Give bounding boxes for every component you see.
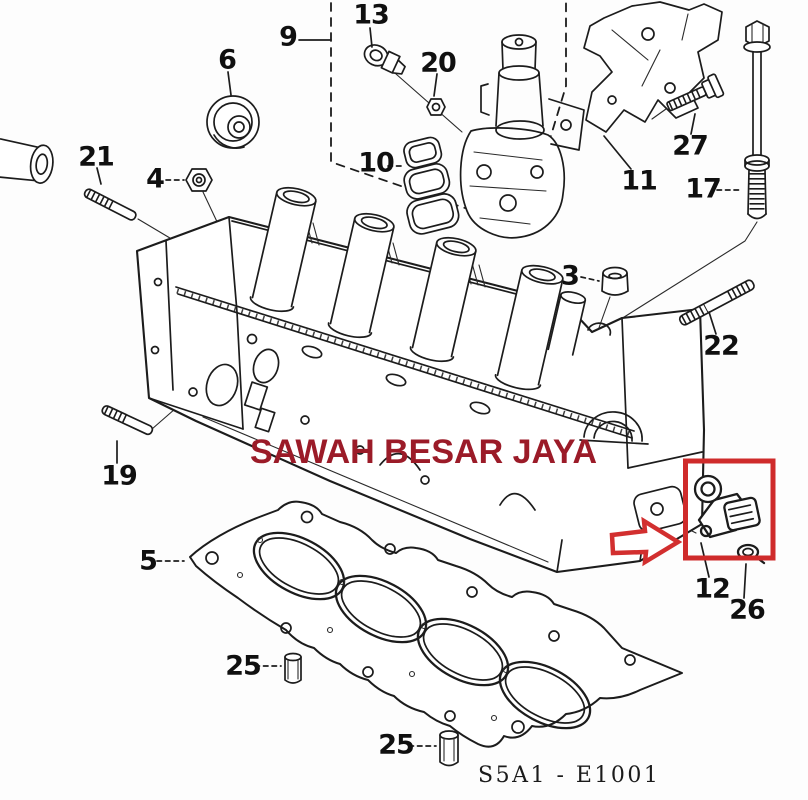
part-10-gasket [403, 136, 460, 235]
intake-tube-4 [494, 264, 564, 391]
part-label-6: 6 [218, 44, 237, 76]
label-leader-lines [96, 27, 747, 747]
part-label-21: 21 [78, 141, 115, 173]
part-11-bracket [583, 1, 723, 133]
part-label-11: 11 [621, 165, 658, 197]
part-13-sensor [363, 44, 406, 75]
part-17-bolt [743, 20, 771, 220]
highlight-annotations [609, 458, 776, 567]
intake-tube-2 [327, 212, 395, 339]
part-label-25a: 25 [225, 650, 262, 682]
part-label-27: 27 [672, 130, 709, 162]
part-12-sensor [693, 474, 761, 539]
part-label-19: 19 [101, 460, 138, 492]
part-label-25b: 25 [378, 729, 415, 761]
part-label-22: 22 [703, 330, 740, 362]
part-22-stud [678, 279, 755, 326]
part-label-20: 20 [420, 47, 457, 79]
head-gasket-drawing [189, 500, 683, 748]
part-25-dowel-pin-b [439, 730, 459, 767]
part-label-9: 9 [279, 21, 298, 53]
part-label-4: 4 [146, 163, 165, 195]
intake-tube-5 [547, 291, 587, 356]
part-label-3: 3 [561, 260, 580, 292]
camshaft-end-drawing [0, 138, 54, 184]
part-label-5: 5 [139, 545, 158, 577]
part-label-10: 10 [358, 147, 395, 179]
part-27-bolt [666, 73, 725, 112]
highlight-box [683, 458, 776, 561]
diagram-code: S5A1 - E1001 [478, 763, 661, 788]
part-19-stud [101, 405, 154, 436]
part-25-dowel-pin-a [284, 652, 302, 684]
cylinder-head-drawing [135, 186, 706, 574]
part-21-stud [83, 188, 137, 221]
part-9-spool-valve-assembly [459, 34, 585, 239]
part-label-12: 12 [694, 573, 731, 605]
watermark-text: SAWAH BESAR JAYA [250, 433, 598, 471]
part-20-nut [426, 98, 446, 116]
part-label-17: 17 [685, 173, 722, 205]
intake-tube-3 [409, 236, 477, 363]
part-4-nut [185, 168, 213, 192]
highlight-arrow-icon [609, 516, 683, 567]
part-label-26: 26 [729, 594, 766, 626]
part-label-13: 13 [353, 0, 390, 31]
intake-tube-1 [249, 186, 317, 313]
part-6-seal [206, 95, 260, 149]
part-3-cap [601, 266, 629, 296]
